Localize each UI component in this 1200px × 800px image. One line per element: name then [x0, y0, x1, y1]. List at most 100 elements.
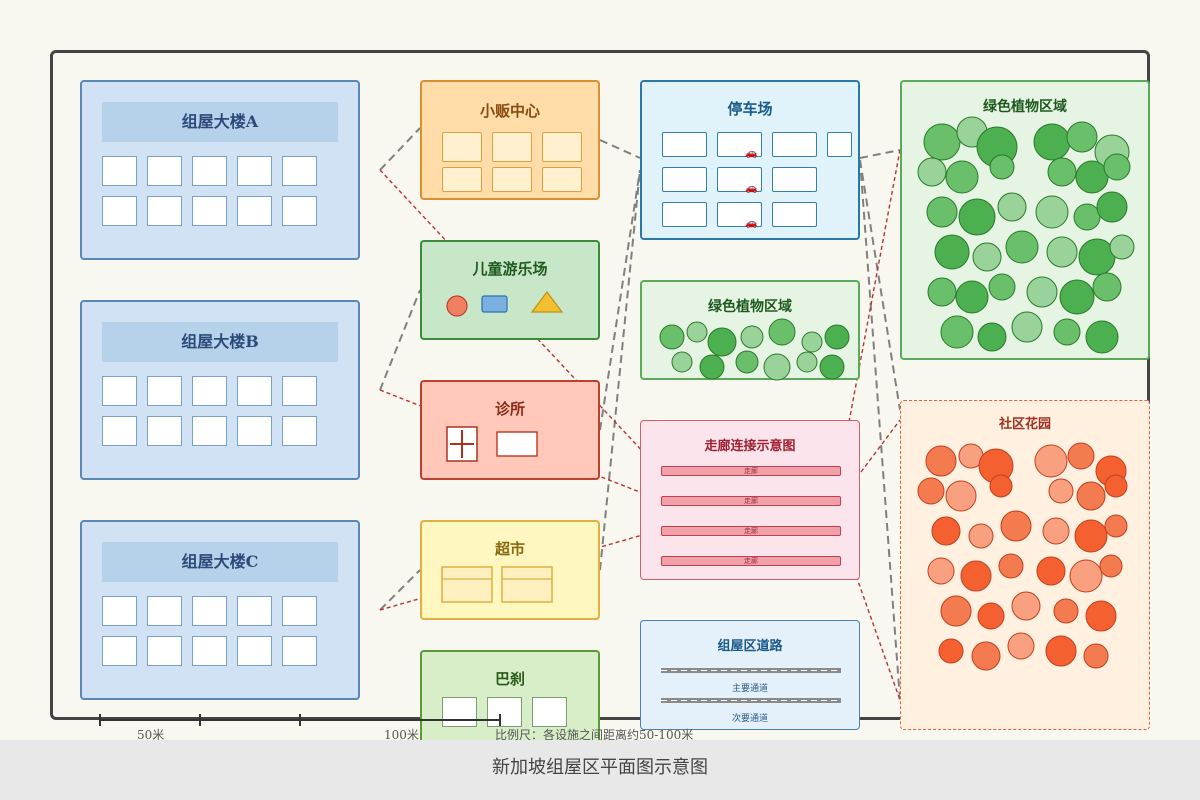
road-title: 组屋区道路 — [717, 639, 783, 654]
window — [237, 156, 272, 186]
building-a[interactable]: 组屋大楼A — [80, 80, 360, 260]
main-road-label: 主要通道 — [731, 684, 768, 694]
window — [147, 196, 182, 226]
road-lines — [661, 668, 841, 703]
window — [282, 596, 317, 626]
window — [102, 596, 137, 626]
figure-caption: 新加坡组屋区平面图示意图 — [0, 740, 1200, 800]
triangle-icon — [530, 291, 564, 313]
market-stall — [532, 697, 567, 727]
window — [282, 196, 317, 226]
window — [102, 376, 137, 406]
window — [102, 416, 137, 446]
building-b[interactable]: 组屋大楼B — [80, 300, 360, 480]
market-stall — [442, 697, 477, 727]
window — [282, 636, 317, 666]
green-area-small[interactable]: 绿色植物区域 — [640, 280, 860, 381]
clinic-bed-icon — [496, 431, 538, 457]
scale-label-100: 100米 — [384, 728, 419, 742]
site-frame — [50, 50, 1150, 720]
corridor-title: 走廊连接示意图 — [704, 439, 796, 454]
window — [192, 376, 227, 406]
window — [147, 156, 182, 186]
window — [237, 376, 272, 406]
shelves — [441, 566, 553, 603]
flower-beds — [917, 442, 1128, 671]
parking-slot — [717, 167, 762, 192]
play-equipment — [446, 291, 564, 317]
corridor-bar: 走廊 — [661, 496, 841, 506]
estate-roads[interactable]: 组屋区道路 主要通道 次要通道 — [640, 620, 860, 730]
stall — [492, 132, 532, 162]
supermarket-title: 超市 — [494, 540, 525, 558]
slide-icon — [481, 295, 508, 313]
parking-slot — [772, 202, 817, 227]
window — [102, 196, 137, 226]
parking-slot — [827, 132, 852, 157]
secondary-road-label: 次要通道 — [731, 714, 768, 724]
window — [192, 416, 227, 446]
parking-slot — [772, 132, 817, 157]
car-icon: 🚗 — [745, 218, 758, 229]
ball-icon — [446, 295, 468, 317]
community-garden[interactable]: 社区花园 — [900, 400, 1150, 730]
playground[interactable]: 儿童游乐场 — [420, 240, 600, 340]
clinic-title: 诊所 — [494, 400, 525, 418]
window — [192, 196, 227, 226]
clinic[interactable]: 诊所 — [420, 380, 600, 480]
market-stall — [487, 697, 522, 727]
green-small-title: 绿色植物区域 — [708, 299, 792, 315]
parking-title: 停车场 — [727, 100, 773, 118]
window — [237, 196, 272, 226]
car-icon: 🚗 — [745, 183, 758, 194]
stall — [542, 132, 582, 162]
corridor-bar: 走廊 — [661, 526, 841, 536]
large-trees — [917, 116, 1135, 354]
parking-slot — [717, 132, 762, 157]
green-large-title: 绿色植物区域 — [983, 99, 1067, 115]
window — [192, 636, 227, 666]
car-park[interactable]: 停车场 🚗 🚗 🚗 — [640, 80, 860, 240]
clinic-icons — [446, 426, 538, 462]
green-area-large[interactable]: 绿色植物区域 — [900, 80, 1150, 360]
parking-slot — [662, 202, 707, 227]
pasar-title: 巴刹 — [494, 670, 525, 688]
stall — [542, 167, 582, 192]
window — [282, 156, 317, 186]
gray-connectors — [379, 127, 901, 701]
window — [147, 376, 182, 406]
window — [237, 596, 272, 626]
stall — [492, 167, 532, 192]
window — [147, 416, 182, 446]
building-a-title: 组屋大楼A — [102, 102, 338, 142]
window — [102, 636, 137, 666]
building-c[interactable]: 组屋大楼C — [80, 520, 360, 700]
scale-note: 比例尺：各设施之间距离约50-100米 — [495, 728, 694, 742]
building-c-title: 组屋大楼C — [102, 542, 338, 582]
window — [237, 636, 272, 666]
window — [282, 416, 317, 446]
stall — [442, 132, 482, 162]
stall — [442, 167, 482, 192]
hawker-title: 小贩中心 — [479, 102, 540, 120]
corridor-diagram[interactable]: 走廊连接示意图 走廊 走廊 走廊 走廊 — [640, 420, 860, 580]
window — [192, 596, 227, 626]
hawker-centre[interactable]: 小贩中心 — [420, 80, 600, 200]
building-b-title: 组屋大楼B — [102, 322, 338, 362]
scale-label-50: 50米 — [137, 728, 165, 742]
garden-title: 社区花园 — [998, 417, 1051, 432]
window — [282, 376, 317, 406]
playground-title: 儿童游乐场 — [472, 260, 548, 278]
window — [192, 156, 227, 186]
window — [237, 416, 272, 446]
car-icon: 🚗 — [745, 148, 758, 159]
supermarket[interactable]: 超市 — [420, 520, 600, 620]
small-trees — [659, 318, 850, 381]
parking-slot — [662, 132, 707, 157]
pasar-market[interactable]: 巴刹 — [420, 650, 600, 750]
window — [102, 156, 137, 186]
parking-slot — [772, 167, 817, 192]
corridor-bar: 走廊 — [661, 556, 841, 566]
corridor-bar: 走廊 — [661, 466, 841, 476]
window — [147, 596, 182, 626]
